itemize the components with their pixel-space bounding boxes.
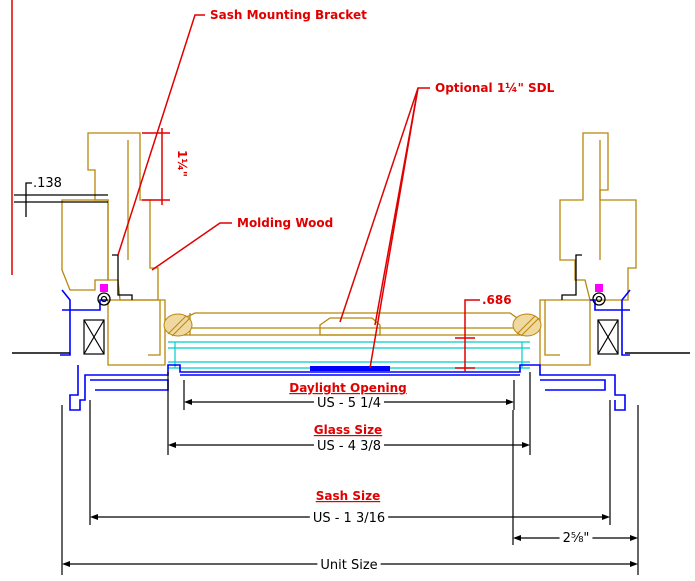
dim-sash-size: US - 1 3/16 (313, 511, 385, 526)
label-optional-sdl: Optional 1¼" SDL (435, 81, 555, 95)
label-gap-686: .686 (482, 293, 512, 307)
label-molding-wood: Molding Wood (237, 216, 333, 230)
label-glass-size: Glass Size (314, 423, 382, 437)
sash-brackets (97, 254, 606, 306)
label-daylight-opening: Daylight Opening (289, 381, 407, 395)
dimension-arrows (62, 399, 638, 567)
label-sash-size: Sash Size (316, 489, 380, 503)
text-knockout (313, 439, 385, 454)
center-sash-rail (179, 312, 521, 336)
dim-frame-width: 2⅝" (563, 531, 590, 546)
right-wood-frame (539, 132, 637, 366)
gap-138-marker (14, 182, 108, 217)
label-unit-size: Unit Size (320, 558, 377, 573)
insulated-glass (168, 341, 530, 369)
text-knockout (313, 396, 385, 411)
label-sash-mounting-bracket: Sash Mounting Bracket (210, 8, 367, 22)
aluminum-cladding (60, 289, 631, 411)
hatched-corner-blocks (163, 313, 542, 337)
left-wood-frame (61, 132, 166, 366)
fastener-icons (100, 284, 603, 292)
label-one-quarter-dim: 1¼" (175, 150, 189, 177)
weatherstrip-right (597, 319, 619, 355)
text-knockout (559, 531, 593, 546)
label-gap-138: .138 (33, 176, 62, 191)
dim-glass-size: US - 4 3/8 (317, 439, 381, 454)
text-knockout (317, 558, 381, 573)
text-knockout (309, 511, 389, 526)
dim-daylight-opening: US - 5 1/4 (317, 396, 381, 411)
leader-lines (11, 0, 480, 372)
weatherstrip-left (83, 319, 105, 355)
